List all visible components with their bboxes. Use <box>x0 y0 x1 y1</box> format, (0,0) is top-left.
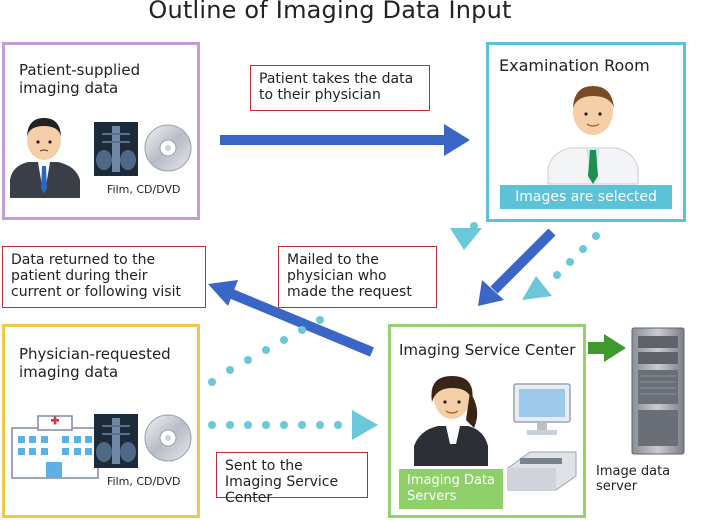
arrow-exam-to-center <box>478 228 556 306</box>
arrow-patient-to-exam <box>220 124 470 156</box>
imaging-service-center-box: Imaging Service Center Imaging Data Serv… <box>388 324 586 518</box>
patient-supplied-label: Patient-supplied imaging data <box>19 61 141 97</box>
arrow-center-to-server <box>588 334 626 362</box>
image-data-server-icon <box>631 327 685 455</box>
physician-requested-label: Physician-requested imaging data <box>19 345 171 381</box>
note-mailed-to-physician: Mailed to the physician who made the req… <box>278 246 437 308</box>
imaging-data-servers-band: Imaging Data Servers <box>399 469 503 509</box>
dotted-arrow-physician-to-center <box>208 410 378 440</box>
note-data-returned: Data returned to the patient during thei… <box>2 246 206 308</box>
note-patient-takes-data: Patient takes the data to their physicia… <box>250 65 430 111</box>
diagram-title: Outline of Imaging Data Input <box>148 0 512 24</box>
imaging-service-center-label: Imaging Service Center <box>399 341 576 359</box>
patient-supplied-box: Patient-supplied imaging data Film, CD/D… <box>2 42 200 220</box>
image-data-server-label: Image data server <box>596 464 671 494</box>
dotted-arrow-exam-to-mailed <box>450 222 482 250</box>
dotted-arrow-to-physician-box <box>208 316 324 386</box>
examination-room-label: Examination Room <box>499 56 650 75</box>
dotted-arrow-exam-to-center <box>522 232 600 300</box>
physician-media-caption: Film, CD/DVD <box>107 475 181 488</box>
physician-requested-box: Physician-requested imaging data Film, C… <box>2 324 200 518</box>
note-sent-to-center: Sent to the Imaging Service Center <box>216 452 368 506</box>
patient-media-caption: Film, CD/DVD <box>107 183 181 196</box>
images-selected-band: Images are selected <box>500 185 672 209</box>
examination-room-box: Examination Room Images are selected <box>486 42 686 222</box>
